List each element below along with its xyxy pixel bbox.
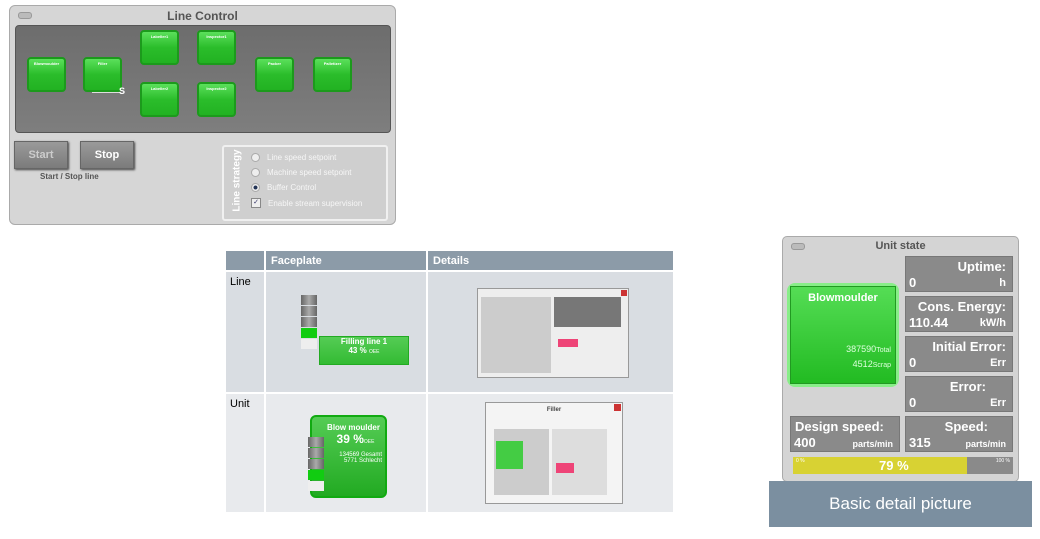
details-screenshot: Filler (485, 402, 623, 504)
total-label: Gesamt (360, 452, 382, 458)
checkbox-checked-icon[interactable]: ✓ (251, 198, 261, 208)
grip-icon (18, 12, 32, 19)
radio-icon[interactable] (251, 153, 260, 162)
faceplate-title: Blow moulder (327, 423, 380, 432)
panel-title: Unit state (875, 240, 926, 252)
details-title: Filler (546, 407, 562, 413)
scrap-value: 5771 (343, 458, 358, 464)
scrap-value: 4512 (852, 359, 873, 369)
filler-marker: S (119, 86, 126, 96)
caption: Basic detail picture (769, 481, 1032, 527)
node-labeller1[interactable]: Labeller1 (140, 30, 179, 65)
start-button[interactable]: Start (14, 141, 68, 169)
line-diagram: Blowmoulder Filler S Labeller1 Inspector… (15, 25, 391, 133)
header-details: Details (427, 251, 675, 271)
table-row: Unit Blow moulder 39 %OEE 134569 Gesamt … (226, 392, 675, 512)
node-blowmoulder[interactable]: Blowmoulder (27, 57, 66, 92)
start-stop-caption: Start / Stop line (40, 172, 99, 181)
progress-max: 100 % (995, 458, 1010, 464)
header-empty (226, 251, 266, 271)
total-label: Total (876, 347, 891, 354)
node-inspector1[interactable]: Inspector1 (197, 30, 236, 65)
line-strategy-group: Line strategy Line speed setpoint Machin… (222, 145, 388, 221)
node-packer[interactable]: Packer (255, 57, 294, 92)
strategy-title: Line strategy (231, 149, 243, 212)
faceplate-unit: OEE (363, 439, 375, 445)
faceplate-unit: OEE (368, 349, 380, 355)
faceplate-value: 43 % (348, 346, 367, 355)
node-palletizer[interactable]: Palletizer (313, 57, 352, 92)
scrap-label: Scrap (872, 362, 891, 369)
progress-text: 79 % (879, 458, 909, 473)
faceplate-title: Filling line 1 (340, 337, 388, 346)
header-faceplate: Faceplate (265, 251, 428, 271)
total-value: 134569 (339, 452, 360, 458)
total-value: 387590 (846, 344, 877, 354)
radio-selected-icon[interactable] (251, 183, 260, 192)
progress-min: 0 % (796, 458, 805, 464)
faceplate-value: 39 % (336, 432, 364, 446)
row-label: Line (226, 270, 266, 393)
signal-tower-icon (308, 437, 324, 492)
grip-icon (791, 243, 805, 250)
progress-bar: 0 % 100 % 79 % (793, 457, 1013, 474)
line-details-thumbnail[interactable] (427, 270, 675, 393)
unit-name: Blowmoulder (808, 292, 878, 304)
signal-tower-icon (301, 295, 317, 350)
unit-tile[interactable]: Blowmoulder 387590Total 4512Scrap (787, 283, 899, 387)
unit-details-thumbnail[interactable]: Filler (427, 392, 675, 512)
unit-faceplate[interactable]: Blow moulder 39 %OEE 134569 Gesamt 5771 … (265, 392, 428, 512)
stop-button[interactable]: Stop (80, 141, 134, 169)
details-screenshot (477, 288, 629, 378)
progress-fill (793, 457, 967, 474)
line-control-panel: Line Control Blowmoulder Filler S Labell… (9, 5, 396, 225)
option-line-speed[interactable]: Line speed setpoint (251, 153, 336, 162)
option-machine-speed[interactable]: Machine speed setpoint (251, 168, 352, 177)
scrap-label: Schlecht (358, 458, 382, 464)
node-labeller2[interactable]: Labeller2 (140, 82, 179, 117)
option-buffer-control[interactable]: Buffer Control (251, 183, 316, 192)
enable-stream-supervision[interactable]: ✓Enable stream supervision (251, 198, 362, 208)
node-filler[interactable]: Filler (83, 57, 122, 92)
panel-title: Line Control (167, 9, 238, 23)
row-label: Unit (226, 392, 266, 512)
line-faceplate[interactable]: Filling line 1 43 % OEE (265, 270, 428, 393)
buffer-line (92, 92, 120, 93)
radio-icon[interactable] (251, 168, 260, 177)
node-inspector2[interactable]: Inspector2 (197, 82, 236, 117)
unit-state-panel: Unit state Blowmoulder 387590Total 4512S… (782, 236, 1019, 482)
table-row: Line Filling line 1 43 % OEE (226, 270, 675, 393)
